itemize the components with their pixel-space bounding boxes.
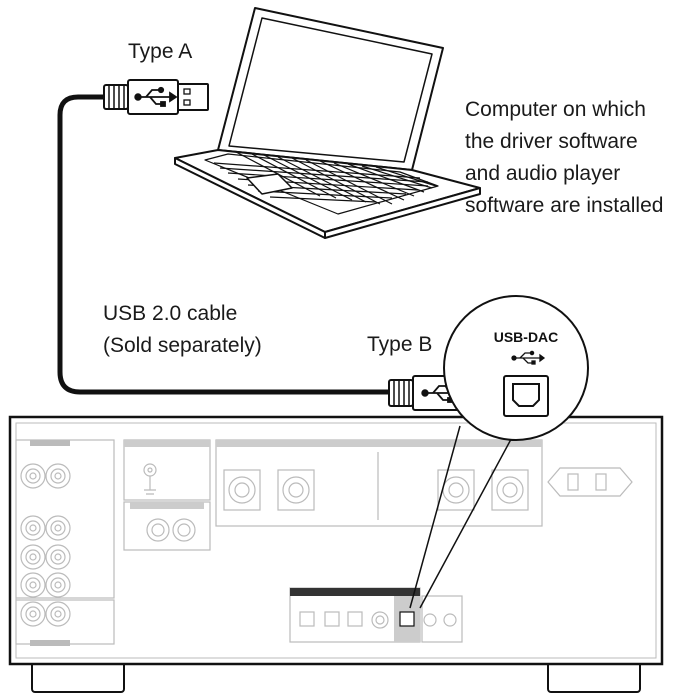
computer-desc-line: software are installed bbox=[465, 194, 664, 217]
usb-trident-icon bbox=[134, 86, 178, 107]
signal-gnd-section bbox=[123, 439, 211, 551]
computer-desc-line: Computer on which bbox=[465, 98, 646, 121]
speakers-section bbox=[215, 439, 543, 527]
usb-trident-icon bbox=[511, 350, 546, 365]
usb-cable bbox=[57, 94, 393, 395]
computer-desc-line: and audio player bbox=[465, 162, 621, 185]
computer-desc-line: the driver software bbox=[465, 130, 638, 153]
usb-b-port-icon bbox=[503, 375, 549, 417]
cable-desc-line: USB 2.0 cable bbox=[103, 302, 238, 325]
computer-description: Computer on which the driver software an… bbox=[465, 94, 663, 222]
device-feet bbox=[31, 661, 641, 693]
digital-audio-section bbox=[289, 587, 463, 643]
usb-dac-label: USB-DAC bbox=[494, 329, 559, 345]
laptop-icon bbox=[174, 7, 481, 239]
type-b-label: Type B bbox=[367, 333, 433, 356]
type-a-label: Type A bbox=[128, 40, 193, 63]
cable-description: USB 2.0 cable (Sold separately) bbox=[103, 298, 262, 362]
ac-inlet bbox=[547, 467, 633, 497]
usb-dac-callout: USB-DAC bbox=[409, 295, 589, 609]
cable-desc-line: (Sold separately) bbox=[103, 334, 262, 357]
audio-in-section bbox=[15, 439, 115, 646]
